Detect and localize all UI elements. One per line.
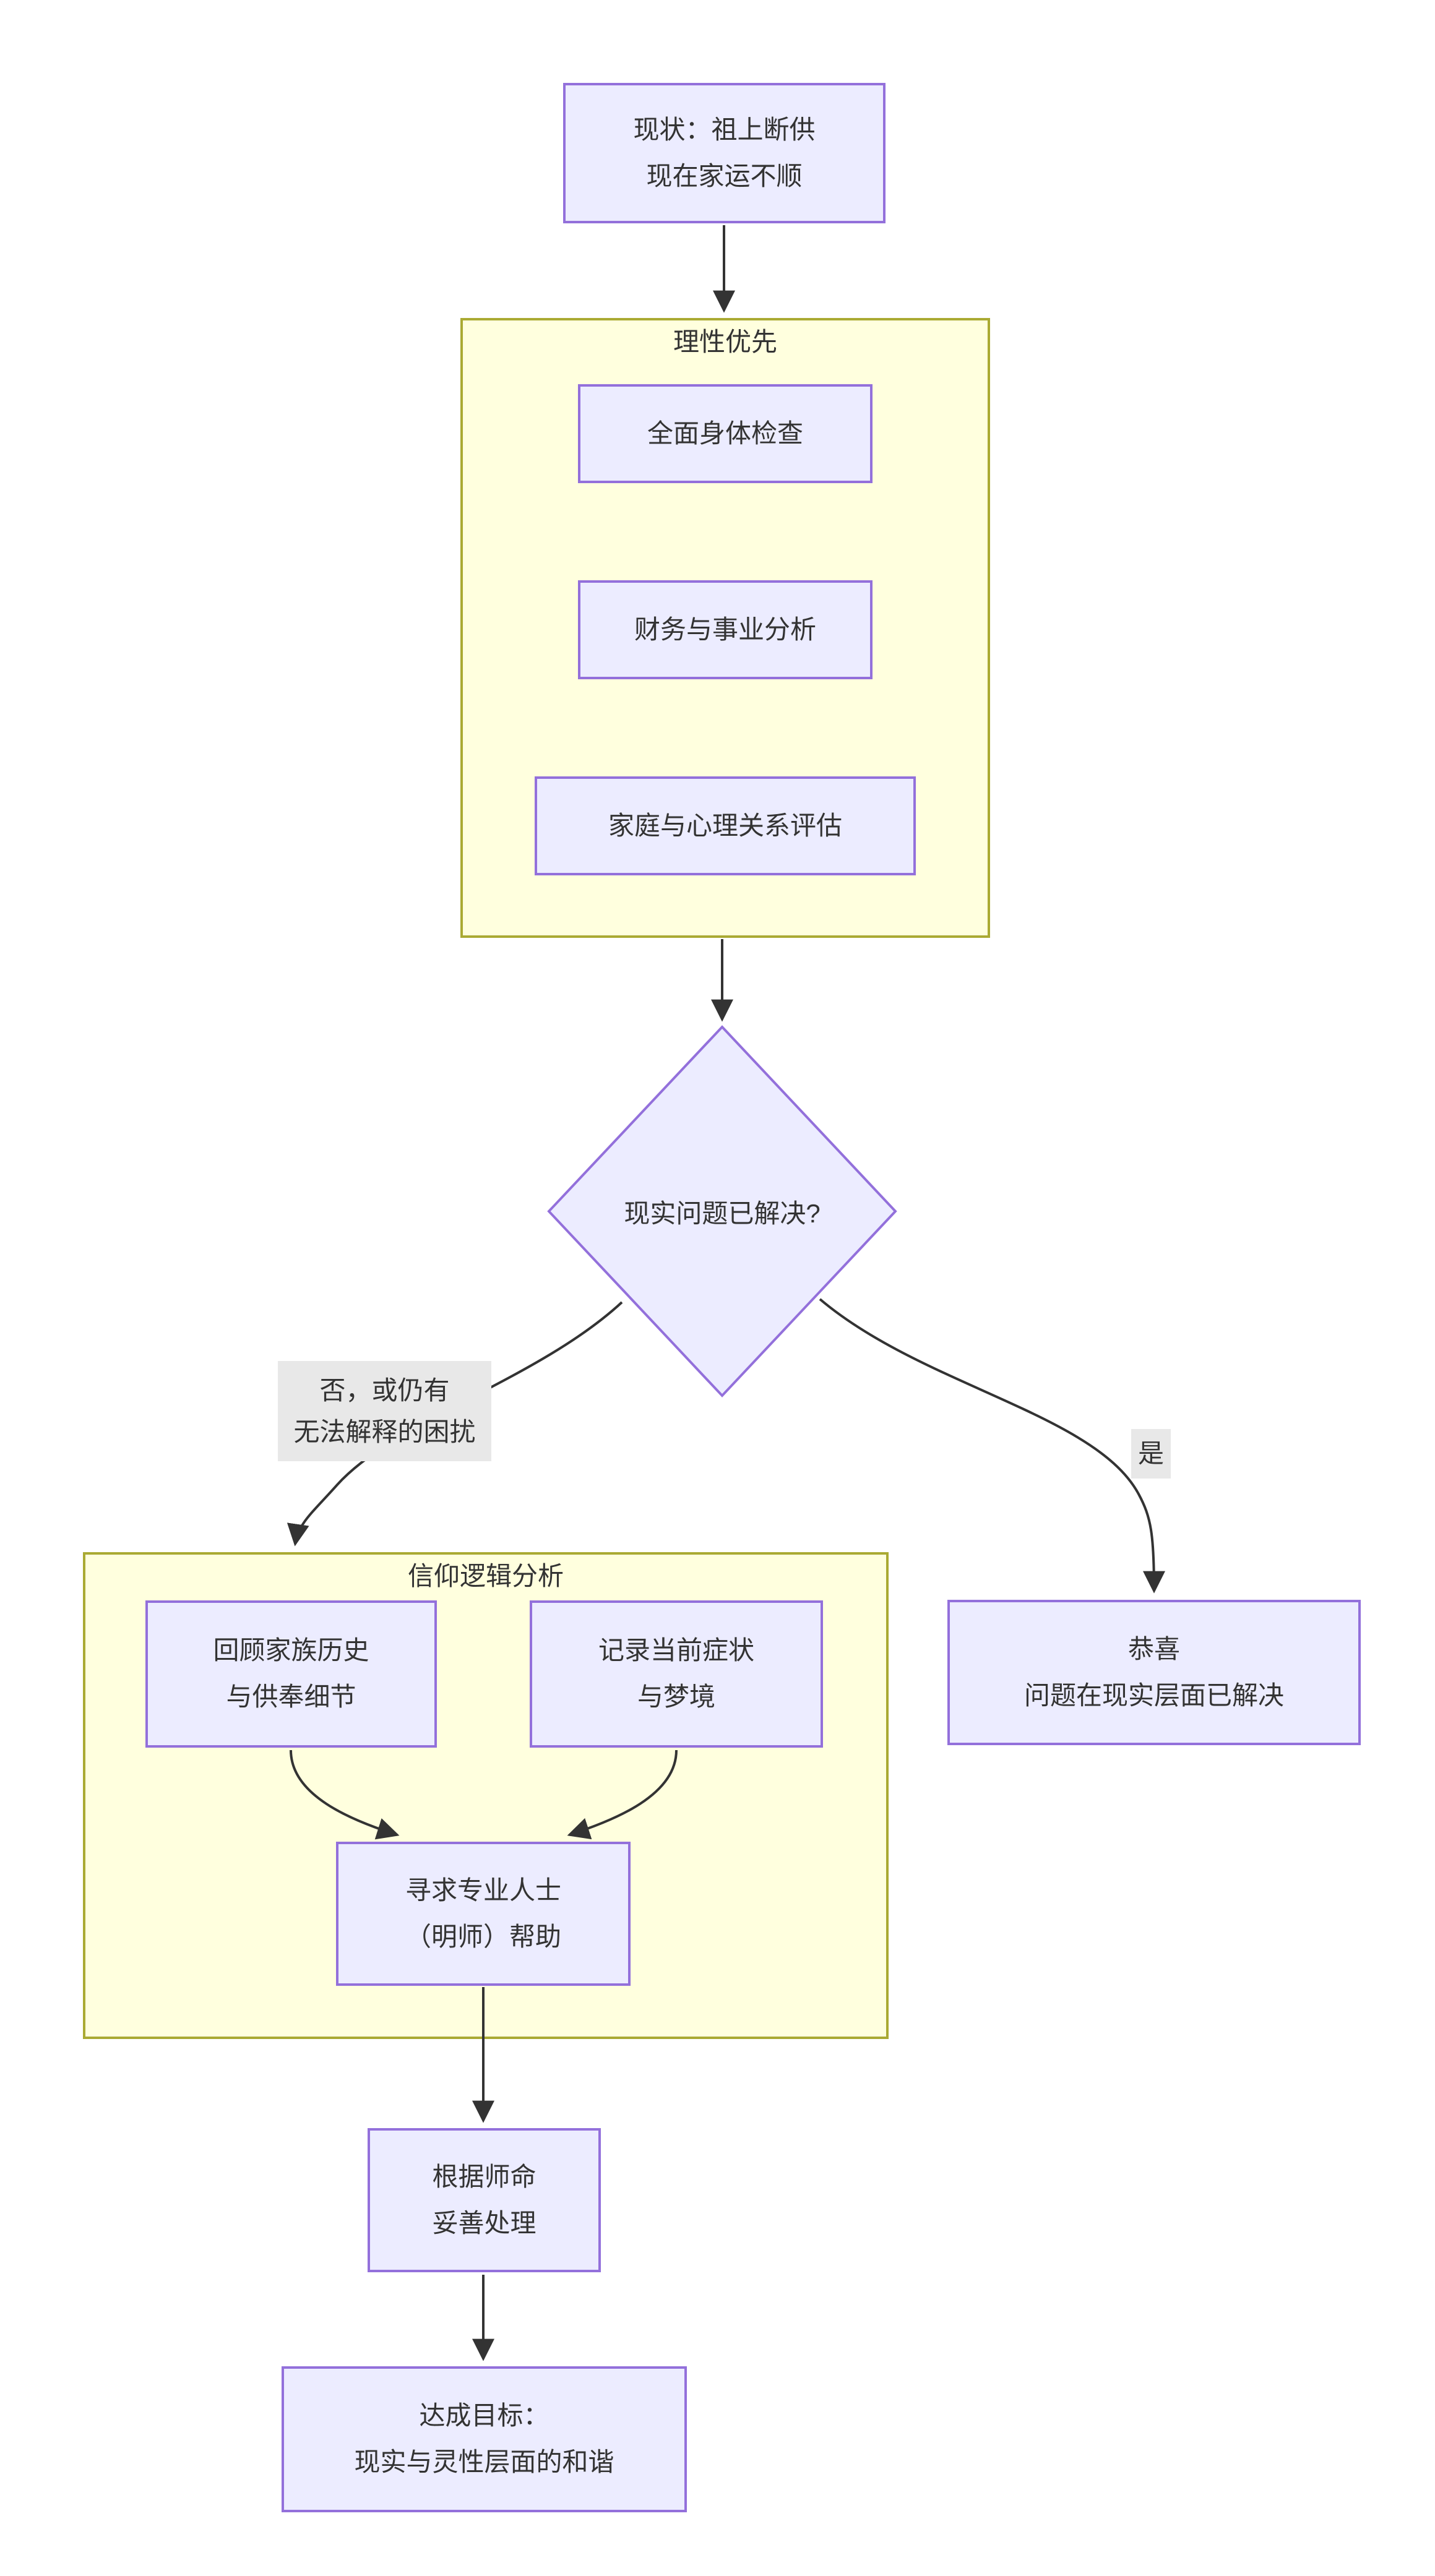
- edge-label-no: 否，或仍有 无法解释的困扰: [278, 1361, 491, 1461]
- decision-diamond-shape: [547, 1025, 897, 1397]
- edge-record-to-seek: [567, 1750, 678, 1840]
- edge-review-to-seek: [290, 1750, 400, 1840]
- node-finance-career-analysis: 财务与事业分析: [578, 580, 873, 679]
- decision-real-problem-solved: 现实问题已解决?: [624, 1198, 821, 1228]
- cluster-rational-first-title: 理性优先: [673, 327, 777, 356]
- node-family-psych-assessment: 家庭与心理关系评估: [535, 776, 916, 875]
- cluster-faith-logic-title: 信仰逻辑分析: [407, 1561, 564, 1591]
- node-goal-harmony: 达成目标： 现实与灵性层面的和谐: [282, 2366, 687, 2512]
- node-review-family-history: 回顾家族历史 与供奉细节: [145, 1600, 437, 1748]
- node-follow-master-instruction: 根据师命 妥善处理: [368, 2128, 601, 2272]
- node-congrats-solved: 恭喜 问题在现实层面已解决: [947, 1600, 1361, 1745]
- node-seek-professional-help: 寻求专业人士 （明师）帮助: [336, 1842, 631, 1986]
- node-record-symptoms-dreams: 记录当前症状 与梦境: [530, 1600, 823, 1748]
- edge-decision-yes-to-congrats: [819, 1298, 1165, 1594]
- node-body-check: 全面身体检查: [578, 384, 873, 483]
- node-current-situation: 现状：祖上断供 现在家运不顺: [563, 83, 886, 223]
- edge-label-yes: 是: [1131, 1429, 1171, 1479]
